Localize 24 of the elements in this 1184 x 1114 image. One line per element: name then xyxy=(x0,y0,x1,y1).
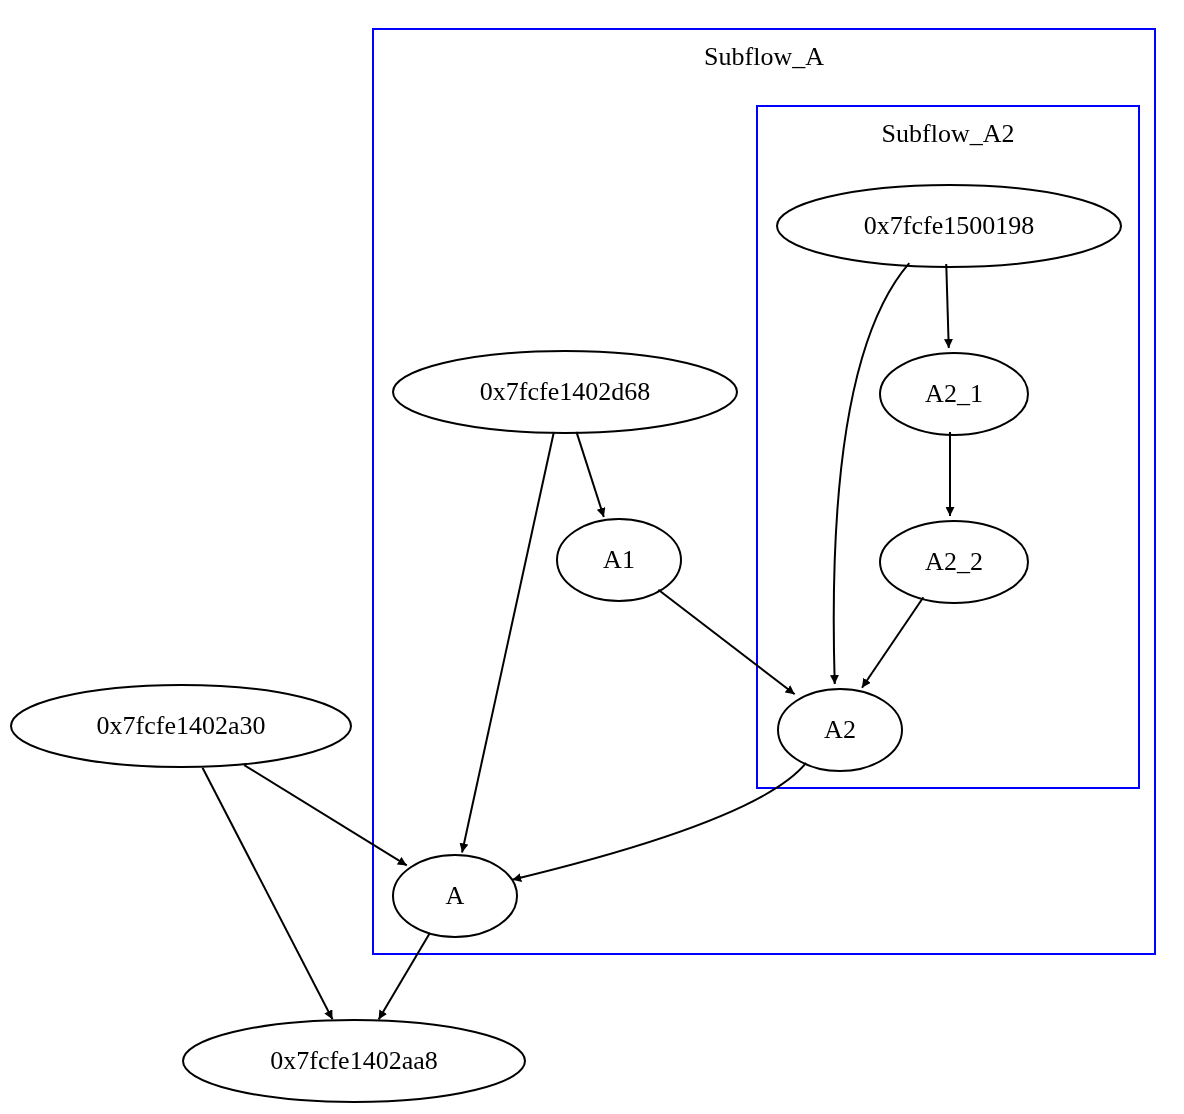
node-label: A1 xyxy=(603,544,635,576)
arrow xyxy=(945,431,955,517)
node-label: 0x7fcfe1402a30 xyxy=(96,710,266,742)
cluster-title: Subflow_A xyxy=(703,41,825,73)
arrow xyxy=(860,596,925,689)
cluster-box xyxy=(372,28,1156,955)
node-label: A xyxy=(445,880,465,912)
cluster-title: Subflow_A2 xyxy=(880,118,1016,150)
node-label: A2_1 xyxy=(925,378,983,410)
arrow xyxy=(575,430,606,518)
node-label: 0x7fcfe1402aa8 xyxy=(270,1045,438,1077)
arrow xyxy=(201,766,334,1021)
arrow xyxy=(830,262,911,685)
arrow xyxy=(944,263,953,349)
node-label: 0x7fcfe1402d68 xyxy=(479,376,651,408)
node-label: 0x7fcfe1500198 xyxy=(863,210,1035,242)
node-label: A2 xyxy=(824,714,856,746)
arrow xyxy=(377,932,431,1021)
arrow xyxy=(511,761,808,882)
cluster-box xyxy=(756,105,1140,789)
node-label: A2_2 xyxy=(925,546,983,578)
arrow xyxy=(243,764,408,867)
arrow xyxy=(459,430,555,854)
arrow xyxy=(657,588,796,696)
